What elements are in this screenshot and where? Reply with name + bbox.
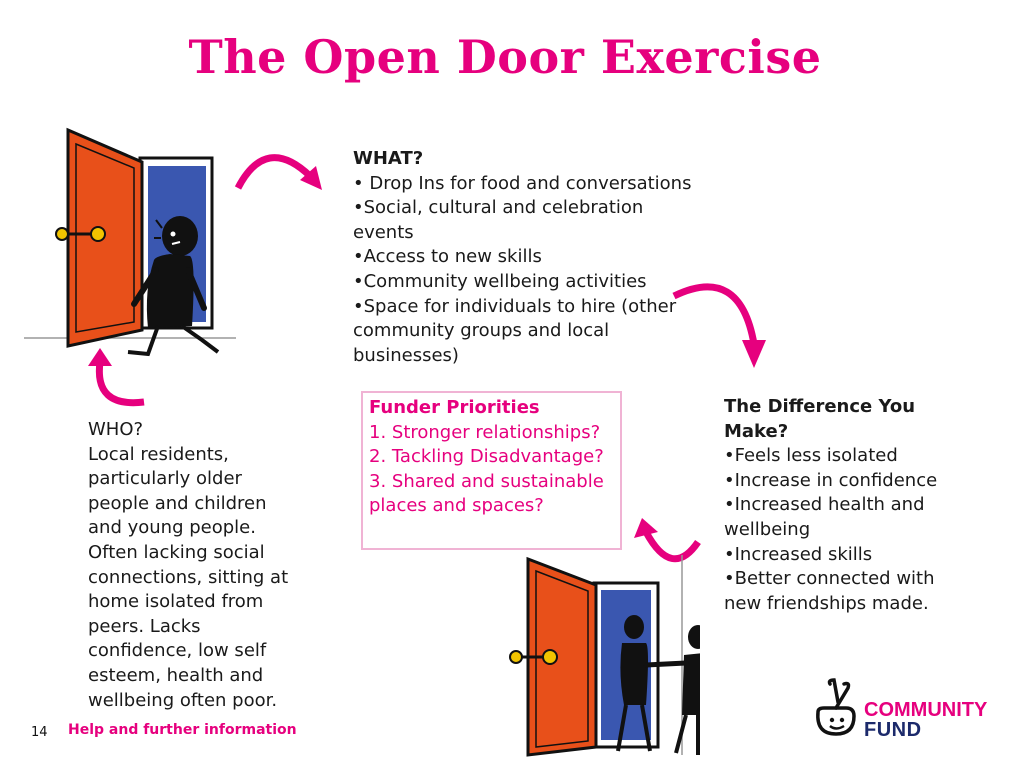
difference-line: new friendships made. bbox=[724, 592, 929, 614]
who-line: confidence, low self bbox=[88, 640, 267, 662]
slide-title: The Open Door Exercise bbox=[188, 30, 822, 84]
curved-arrow-left bbox=[88, 348, 145, 407]
open-door-illustration-bottom bbox=[509, 555, 700, 757]
who-line: peers. Lacks bbox=[88, 615, 201, 637]
who-line: Often lacking social bbox=[88, 541, 265, 563]
difference-heading: Make? bbox=[724, 420, 789, 442]
open-door-illustration-left bbox=[24, 127, 236, 357]
who-line: Local residents, bbox=[88, 443, 229, 465]
what-line: events bbox=[353, 221, 414, 243]
who-line: wellbeing often poor. bbox=[88, 689, 278, 711]
difference-line: •Increase in confidence bbox=[724, 469, 938, 491]
who-section: WHO? Local residents, particularly older… bbox=[88, 418, 288, 713]
funder-line: places and spaces? bbox=[369, 495, 544, 517]
page-number: 14 bbox=[31, 725, 48, 740]
what-line: •Space for individuals to hire (other bbox=[353, 295, 677, 317]
difference-section: The Difference You Make? •Feels less iso… bbox=[724, 395, 937, 616]
who-heading: WHO? bbox=[88, 419, 144, 440]
logo-text-line1: COMMUNITY bbox=[864, 699, 988, 721]
funder-heading: Funder Priorities bbox=[369, 397, 540, 418]
what-line: businesses) bbox=[353, 344, 459, 366]
what-line: •Social, cultural and celebration bbox=[353, 197, 644, 219]
what-line: •Access to new skills bbox=[353, 246, 542, 268]
curved-arrow-bottom bbox=[634, 518, 701, 563]
who-line: and young people. bbox=[88, 517, 256, 539]
logo-text-line2: FUND bbox=[864, 719, 922, 741]
curved-arrow-top bbox=[234, 154, 322, 190]
difference-line: wellbeing bbox=[724, 518, 811, 540]
funder-line: 3. Shared and sustainable bbox=[369, 470, 604, 492]
difference-line: •Increased health and bbox=[724, 494, 925, 516]
what-line: •Community wellbeing activities bbox=[353, 270, 647, 292]
help-link[interactable]: Help and further information bbox=[68, 722, 297, 738]
what-section: WHAT? • Drop Ins for food and conversati… bbox=[353, 147, 691, 368]
what-line: community groups and local bbox=[353, 320, 610, 342]
difference-line: •Better connected with bbox=[724, 568, 935, 590]
funder-priorities-section: Funder Priorities 1. Stronger relationsh… bbox=[369, 396, 604, 519]
who-line: home isolated from bbox=[88, 591, 264, 613]
curved-arrow-right bbox=[672, 283, 766, 368]
who-line: connections, sitting at bbox=[88, 566, 289, 588]
funder-line: 1. Stronger relationships? bbox=[369, 421, 601, 443]
difference-heading: The Difference You bbox=[724, 396, 916, 417]
who-line: people and children bbox=[88, 492, 267, 514]
what-line: • Drop Ins for food and conversations bbox=[353, 172, 692, 194]
crossed-fingers-logo-icon bbox=[816, 678, 856, 736]
funder-priorities-box bbox=[361, 391, 622, 550]
difference-line: •Increased skills bbox=[724, 543, 873, 565]
community-fund-logo: COMMUNITY FUND bbox=[864, 700, 987, 740]
difference-line: •Feels less isolated bbox=[724, 445, 898, 467]
funder-line: 2. Tackling Disadvantage? bbox=[369, 446, 604, 468]
what-heading: WHAT? bbox=[353, 148, 424, 169]
who-line: particularly older bbox=[88, 468, 242, 490]
who-line: esteem, health and bbox=[88, 664, 264, 686]
